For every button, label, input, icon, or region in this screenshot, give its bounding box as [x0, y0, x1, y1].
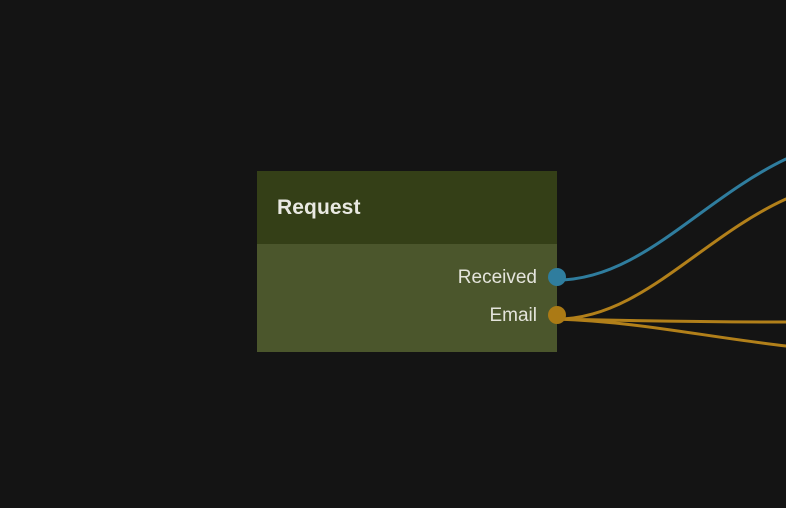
node-header[interactable]: Request — [257, 171, 557, 244]
port-dot-received[interactable] — [548, 268, 566, 286]
edge-email-2[interactable] — [555, 317, 786, 324]
edge-email-3[interactable] — [555, 317, 786, 348]
port-row-email[interactable]: Email — [257, 296, 566, 334]
edge-email-1[interactable] — [555, 197, 786, 321]
port-row-received[interactable]: Received — [257, 258, 566, 296]
port-dot-email[interactable] — [548, 306, 566, 324]
port-label-received: Received — [457, 266, 537, 288]
node-title: Request — [277, 196, 361, 219]
node-body: Received Email — [257, 244, 566, 352]
edge-received-1[interactable] — [555, 157, 786, 282]
node-request[interactable]: Request Received Email — [257, 171, 566, 352]
port-label-email: Email — [489, 304, 537, 326]
